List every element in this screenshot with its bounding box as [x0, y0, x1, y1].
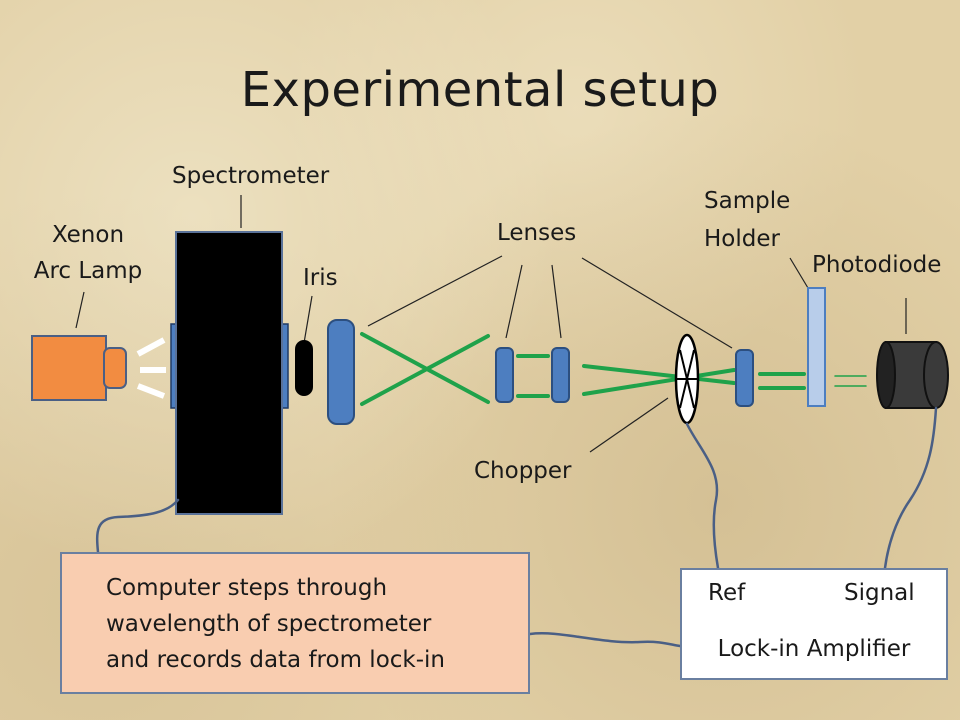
lamp-leader	[75, 291, 85, 329]
sample-holder	[807, 287, 826, 407]
xenon-arc-lamp	[31, 335, 127, 401]
lamp-ray-1	[136, 337, 166, 357]
photodiode-window	[876, 341, 896, 409]
sample-holder-label-line1: Sample	[704, 188, 791, 214]
lamp-ray-3	[136, 383, 166, 399]
lockin-to-computer-cable	[528, 632, 682, 648]
lens-2	[551, 347, 570, 403]
lamp-light-rays	[136, 337, 166, 399]
lens-leader-1	[367, 255, 503, 327]
computer-line-2: wavelength of spectrometer	[106, 611, 432, 637]
lens-leader-3	[551, 264, 562, 339]
light-beams	[360, 332, 867, 406]
iris-label: Iris	[303, 265, 338, 291]
chopper-to-lockin-cable	[685, 422, 720, 570]
chopper-label: Chopper	[474, 458, 572, 484]
lockin-title: Lock-in Amplifier	[717, 636, 911, 662]
page-title: Experimental setup	[240, 62, 720, 118]
label-leader-lines	[75, 195, 907, 453]
photodiode-to-lockin-cable	[883, 406, 938, 570]
chopper-leader	[589, 397, 669, 453]
sample-holder-label-line2: Holder	[704, 226, 780, 252]
photodiode-label: Photodiode	[812, 252, 942, 278]
lens-leader-2	[505, 264, 523, 339]
computer-box: Computer steps through wavelength of spe…	[60, 552, 530, 694]
chopper-wheel	[674, 333, 700, 425]
lens-leader-4	[581, 257, 733, 349]
lens-1	[495, 347, 514, 403]
computer-to-spectrometer-cable	[95, 498, 180, 554]
photodiode-back	[923, 341, 949, 409]
computer-description: Computer steps through wavelength of spe…	[106, 570, 445, 678]
lamp-body	[31, 335, 107, 401]
sample-leader	[789, 257, 809, 289]
spectrometer-label: Spectrometer	[172, 163, 330, 189]
cables	[95, 406, 938, 648]
spectrometer-body	[175, 231, 283, 515]
beam-cross-2	[360, 334, 490, 406]
collimating-lens	[327, 319, 355, 425]
photodiode	[876, 341, 949, 409]
lockin-signal-label: Signal	[844, 580, 915, 606]
beam-converge-2	[582, 368, 736, 396]
lenses-label: Lenses	[497, 220, 577, 246]
iris-leader	[303, 295, 313, 344]
lockin-amplifier-box: Ref Signal Lock-in Amplifier	[680, 568, 948, 680]
beam-converge-1	[582, 364, 736, 385]
lamp-nozzle	[103, 347, 127, 389]
focusing-lens	[735, 349, 754, 407]
lockin-ref-label: Ref	[708, 580, 746, 606]
xenon-label-line1: Xenon	[51, 222, 125, 248]
computer-line-3: and records data from lock-in	[106, 647, 445, 673]
iris	[295, 340, 313, 396]
spectrometer	[170, 231, 289, 515]
computer-line-1: Computer steps through	[106, 575, 388, 601]
xenon-label-line2: Arc Lamp	[33, 258, 143, 284]
